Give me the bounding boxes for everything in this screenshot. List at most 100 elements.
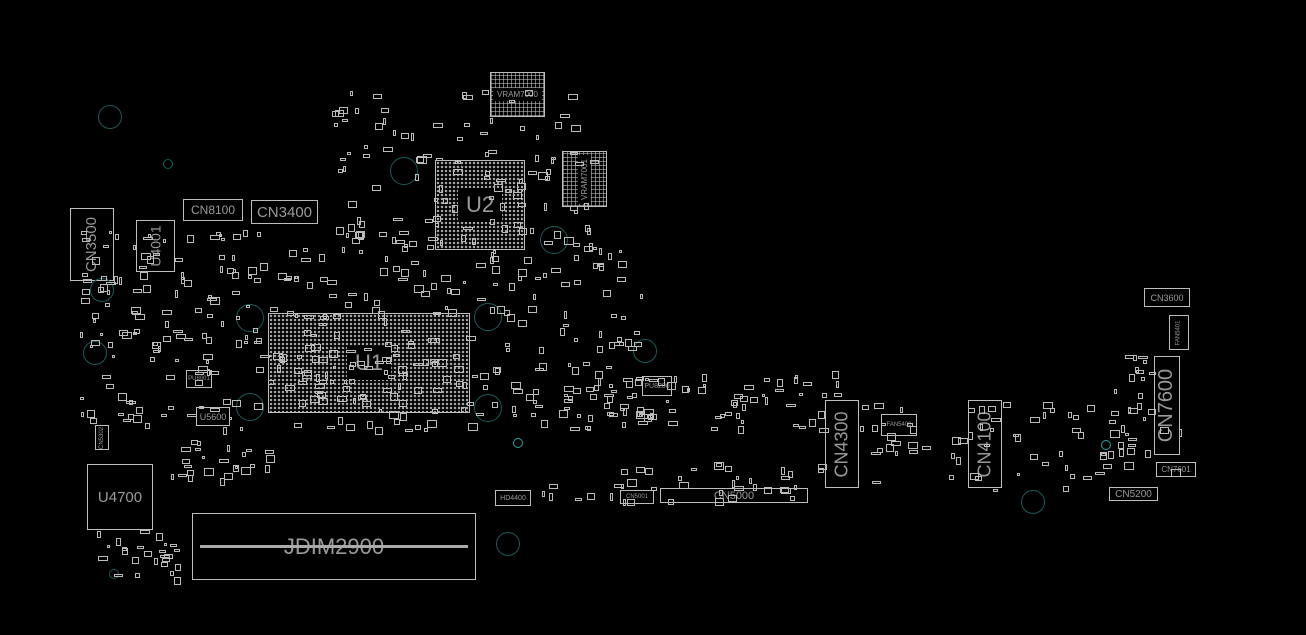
smd-part [790, 496, 795, 501]
smd-part [161, 562, 168, 567]
smd-part [621, 316, 626, 320]
component-label: FAN5401 [1176, 319, 1182, 346]
smd-part [614, 484, 624, 488]
component-cn4100[interactable]: CN4100 [968, 400, 1002, 488]
component-u2[interactable]: U2 [435, 160, 525, 250]
smd-part [764, 378, 770, 382]
smd-part [715, 498, 724, 506]
component-vram7001[interactable]: VRAM7001 [562, 151, 607, 207]
smd-part [390, 393, 398, 401]
smd-part [342, 119, 348, 122]
smd-part [342, 247, 345, 253]
smd-part [343, 166, 346, 172]
smd-part [574, 338, 578, 342]
component-u4001[interactable]: U4001 [136, 220, 175, 272]
smd-part [409, 241, 417, 247]
smd-part [161, 414, 167, 417]
smd-part [350, 91, 353, 96]
smd-part [1149, 372, 1156, 375]
smd-part [480, 132, 488, 135]
smd-part [533, 294, 536, 300]
smd-part [319, 254, 325, 262]
smd-part [133, 245, 136, 250]
smd-part [394, 419, 400, 425]
component-cn7600[interactable]: CN7600 [1154, 356, 1180, 455]
smd-part [518, 276, 522, 281]
component-pu8001[interactable]: PU8001 [186, 370, 212, 388]
smd-part [432, 409, 438, 414]
smd-part [381, 108, 389, 113]
smd-part [320, 316, 329, 320]
component-cn3500[interactable]: CN3500 [70, 208, 114, 281]
smd-part [788, 471, 793, 478]
smd-part [1103, 464, 1112, 469]
smd-part [170, 544, 177, 547]
smd-part [220, 266, 223, 273]
smd-part [834, 393, 842, 397]
smd-part [620, 404, 629, 409]
smd-part [132, 557, 139, 564]
smd-part [453, 169, 463, 175]
component-cn5001[interactable]: CN5001 [620, 490, 654, 504]
smd-part [952, 437, 961, 445]
component-cn5302[interactable]: CN5302 [95, 425, 109, 450]
smd-part [154, 558, 158, 565]
smd-part [357, 217, 361, 225]
smd-part [305, 345, 315, 352]
smd-part [304, 315, 314, 319]
smd-part [229, 417, 232, 420]
smd-part [734, 394, 743, 399]
smd-part [533, 389, 539, 395]
component-pu8200[interactable]: PU8200 [642, 376, 672, 396]
smd-part [310, 396, 320, 403]
smd-part [320, 277, 328, 282]
smd-part [232, 272, 239, 279]
component-cn3400[interactable]: CN3400 [251, 200, 318, 224]
smd-part [90, 418, 97, 424]
smd-part [793, 424, 799, 427]
component-vram7000[interactable]: VRAM7000 [490, 72, 545, 117]
component-label: CN8100 [190, 203, 236, 217]
smd-part [488, 150, 497, 154]
smd-part [401, 330, 410, 333]
mounting-hole [474, 394, 502, 422]
smd-part [990, 428, 994, 432]
component-fan5401[interactable]: FAN5401 [1169, 315, 1189, 350]
smd-part [1128, 407, 1131, 413]
smd-part [398, 383, 401, 390]
smd-part [1129, 374, 1135, 382]
smd-part [432, 361, 438, 367]
smd-part [1043, 412, 1046, 419]
component-u1[interactable]: U1 [268, 313, 470, 413]
smd-part [485, 171, 490, 176]
component-label: CN5200 [1115, 488, 1152, 500]
smd-part [210, 235, 220, 240]
smd-part [1143, 360, 1147, 364]
smd-part [535, 277, 541, 280]
smd-part [367, 421, 373, 429]
component-cn5200[interactable]: CN5200 [1109, 487, 1158, 501]
smd-part [188, 475, 193, 482]
smd-part [636, 467, 645, 473]
smd-part [564, 237, 574, 245]
smd-part [512, 406, 516, 413]
smd-part [210, 371, 219, 375]
smd-part [764, 487, 772, 494]
smd-part [338, 417, 343, 425]
component-cn3600[interactable]: CN3600 [1144, 288, 1190, 307]
smd-part [493, 367, 501, 373]
component-hd4400[interactable]: HD4400 [495, 490, 531, 506]
smd-part [176, 334, 186, 339]
smd-part [733, 402, 737, 408]
component-cn8100[interactable]: CN8100 [183, 199, 243, 221]
mounting-hole [98, 105, 122, 129]
smd-part [364, 293, 368, 301]
smd-part [650, 413, 653, 418]
smd-part [734, 486, 744, 491]
smd-part [403, 372, 407, 380]
component-cn4300[interactable]: CN4300 [825, 400, 859, 488]
smd-part [360, 394, 366, 399]
component-u4700[interactable]: U4700 [87, 464, 153, 530]
component-label: HD4400 [500, 494, 526, 502]
smd-part [536, 135, 539, 140]
